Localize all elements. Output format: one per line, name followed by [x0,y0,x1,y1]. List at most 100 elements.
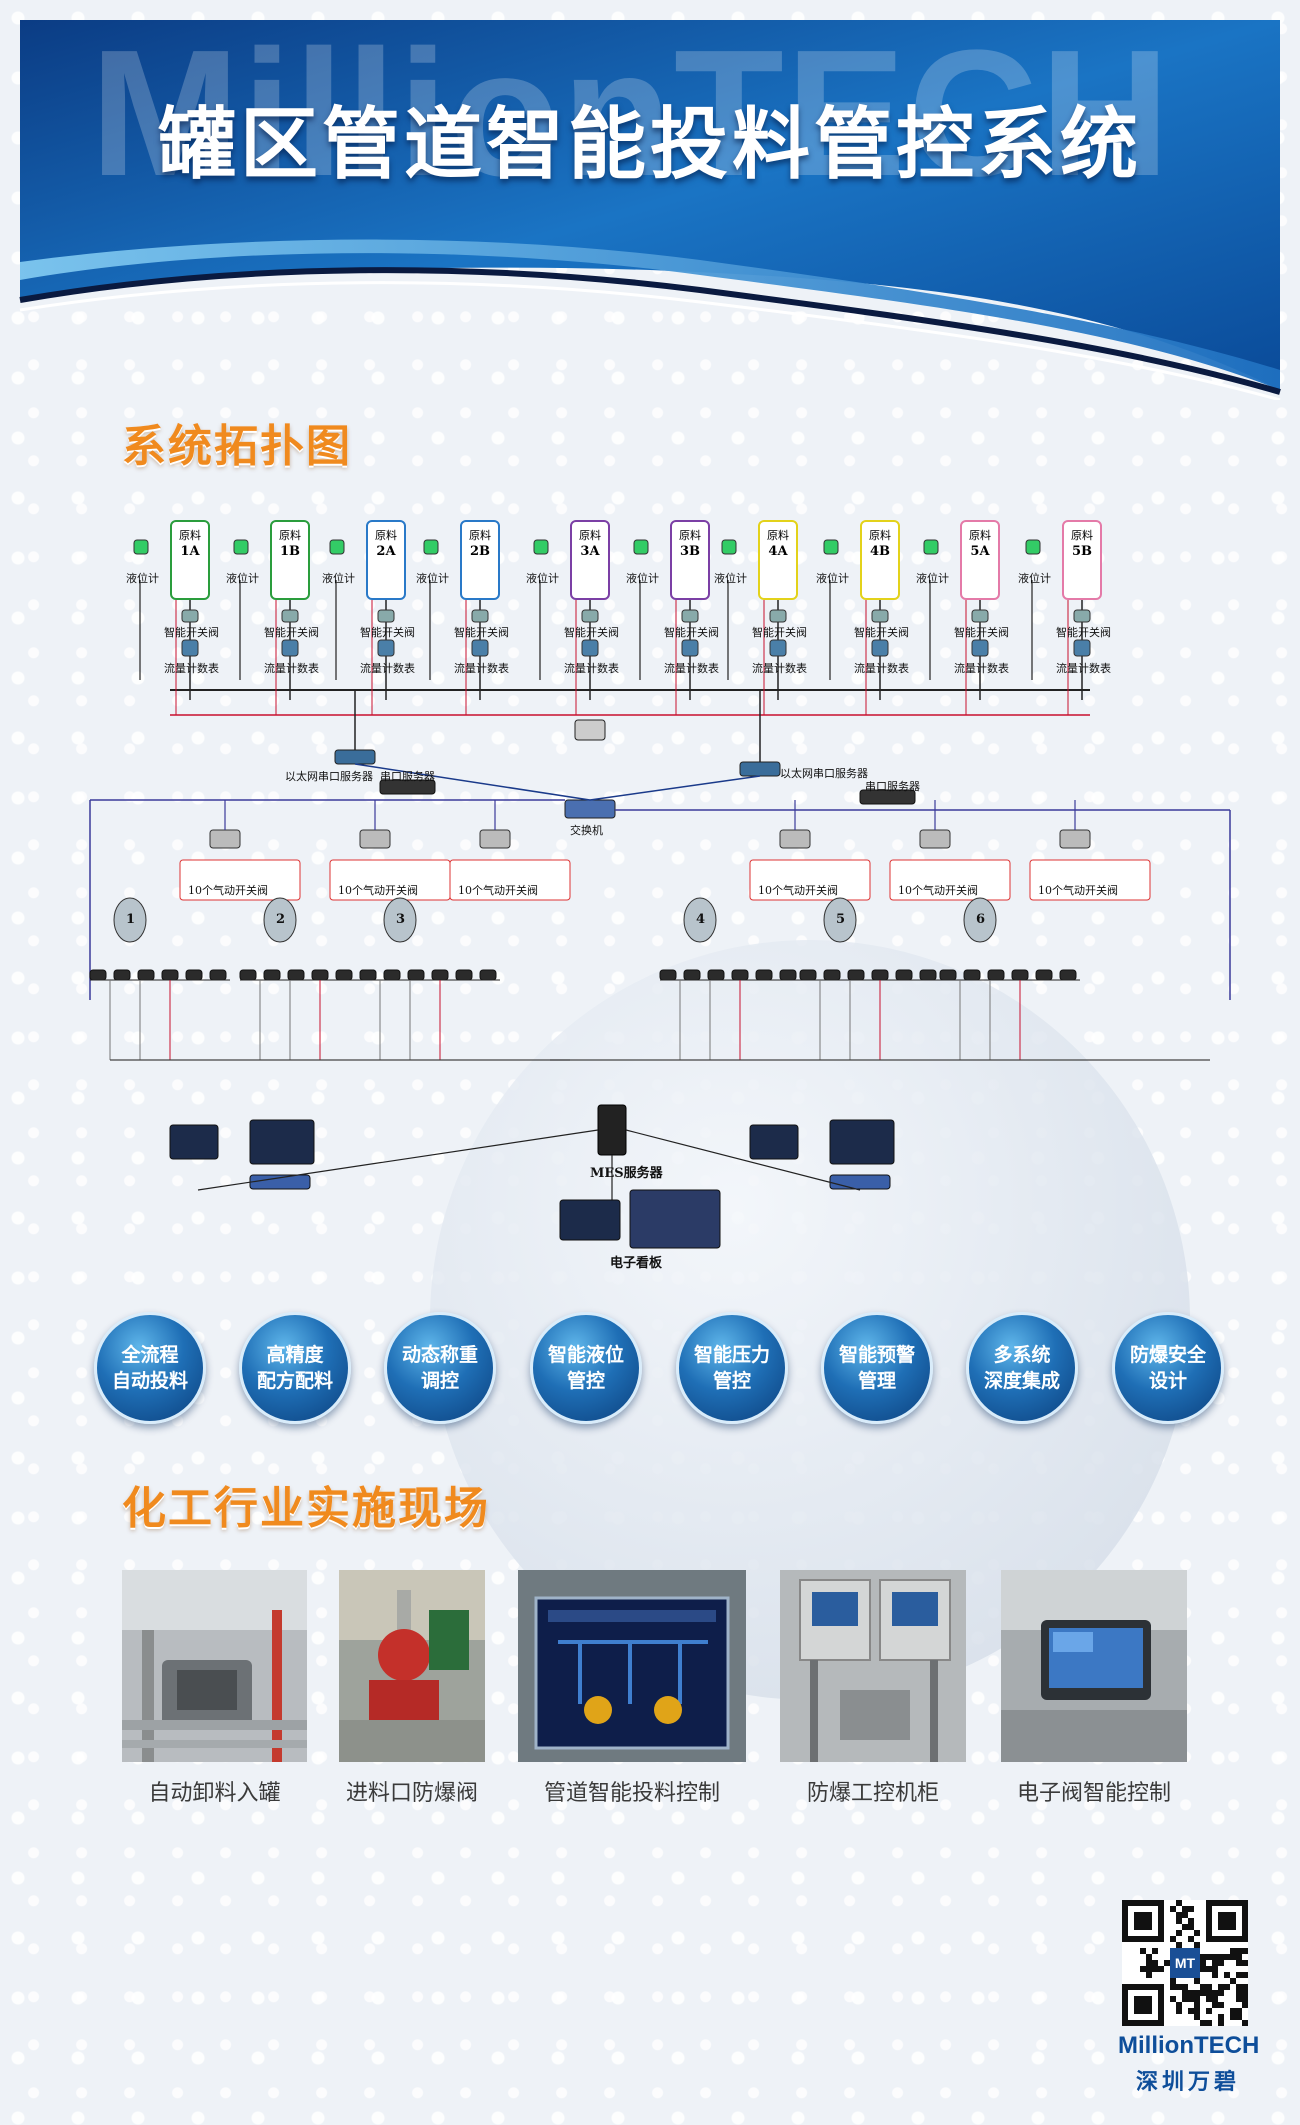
qr-module [1218,1960,1224,1966]
qr-module [1218,2020,1224,2026]
qr-module [1242,1990,1248,1996]
valve-label: 智能开关阀 [360,626,415,639]
reactor-number: 4 [696,912,706,927]
site-caption: 进料口防爆阀 [345,1781,478,1806]
flow-meter [1073,639,1091,657]
qr-module [1236,2014,1242,2020]
qr-module [1176,1930,1182,1936]
meter-label: 流量计数表 [1056,662,1111,675]
site-photo-valve [339,1570,485,1762]
qr-module [1176,1912,1182,1918]
brand-name-english: MillionTECH [1118,2032,1260,2059]
reactor-5 [823,897,857,943]
qr-code: MT [1122,1900,1248,2026]
level-gauge [133,539,149,555]
tank-label: 原料 [767,529,789,542]
valve-controller [749,859,871,901]
tank-code: 2B [469,544,491,559]
tank-side-label: 液位计 [226,572,259,585]
qr-module [1242,2002,1248,2008]
meter-label: 流量计数表 [854,662,909,675]
qr-module [1188,1990,1194,1996]
qr-module [1212,1954,1218,1960]
qr-module [1200,1960,1206,1966]
controller-label: 10个气动开关阀 [758,884,838,897]
meter-label: 流量计数表 [664,662,719,675]
feature-line: 动态称重 [401,1344,478,1366]
smart-valve [681,609,699,623]
valve-label: 智能开关阀 [954,626,1009,639]
qr-module [1152,1966,1158,1972]
board-display [629,1189,721,1249]
reactor-2 [263,897,297,943]
qr-module [1230,1948,1236,1954]
reactor-4 [683,897,717,943]
tank-side-label: 液位计 [816,572,849,585]
qr-module [1194,1942,1200,1948]
qr-module [1182,1996,1188,2002]
qr-module [1140,1966,1146,1972]
meter-label: 流量计数表 [360,662,415,675]
qr-module [1140,1948,1146,1954]
qr-module [1242,1948,1248,1954]
smart-valve [871,609,889,623]
feature-line: 智能液位 [547,1344,624,1366]
flow-meter [281,639,299,657]
valve-label: 智能开关阀 [264,626,319,639]
site-photo-unloading [122,1570,307,1762]
tank-code: 3A [580,544,600,559]
qr-module [1158,1966,1164,1972]
level-gauge [633,539,649,555]
qr-module [1230,2014,1236,2020]
smart-valve [377,609,395,623]
feature-badge: 智能液位管控 [530,1312,642,1424]
meter-label: 流量计数表 [454,662,509,675]
qr-logo: MT [1170,1948,1200,1978]
controller-label: 10个气动开关阀 [188,884,268,897]
tank-label: 原料 [469,529,491,542]
qr-module [1146,1954,1152,1960]
header-watermark: MillionTECH [90,13,1172,214]
qr-module [1218,2002,1224,2008]
qr-module [1218,1984,1224,1990]
feature-line: 防爆安全 [1129,1344,1206,1366]
reactor-number: 1 [126,912,136,927]
serial-server-label: 串口服务器 [380,770,435,783]
qr-module [1206,2020,1212,2026]
qr-module [1242,1960,1248,1966]
tank-side-label: 液位计 [322,572,355,585]
level-gauge [423,539,439,555]
level-gauge [533,539,549,555]
qr-module [1206,1990,1212,1996]
feature-line: 管控 [712,1370,751,1392]
feature-line: 设计 [1148,1370,1187,1392]
qr-module [1230,1978,1236,1984]
serial-server-label: 串口服务器 [865,780,920,793]
qr-module [1170,1984,1176,1990]
smart-valve [581,609,599,623]
valve-label: 智能开关阀 [752,626,807,639]
feature-line: 配方配料 [256,1370,333,1392]
reactor-6 [963,897,997,943]
tank-label: 原料 [869,529,891,542]
page-title: 罐区管道智能投料管控系统 [157,100,1142,190]
tank-code: 4A [768,544,788,559]
qr-module [1176,2002,1182,2008]
qr-module [1194,2014,1200,2020]
tank-code: 2A [376,544,396,559]
tank-side-label: 液位计 [416,572,449,585]
tank-3a: 原料 3A [570,520,610,600]
controller-label: 10个气动开关阀 [458,884,538,897]
feature-badge: 动态称重调控 [384,1312,496,1424]
tank-label: 原料 [579,529,601,542]
tank-code: 5B [1071,544,1093,559]
qr-module [1206,1996,1212,2002]
level-gauge [329,539,345,555]
level-gauge [721,539,737,555]
qr-module [1206,1954,1212,1960]
qr-module [1194,1996,1200,2002]
qr-module [1212,1972,1218,1978]
